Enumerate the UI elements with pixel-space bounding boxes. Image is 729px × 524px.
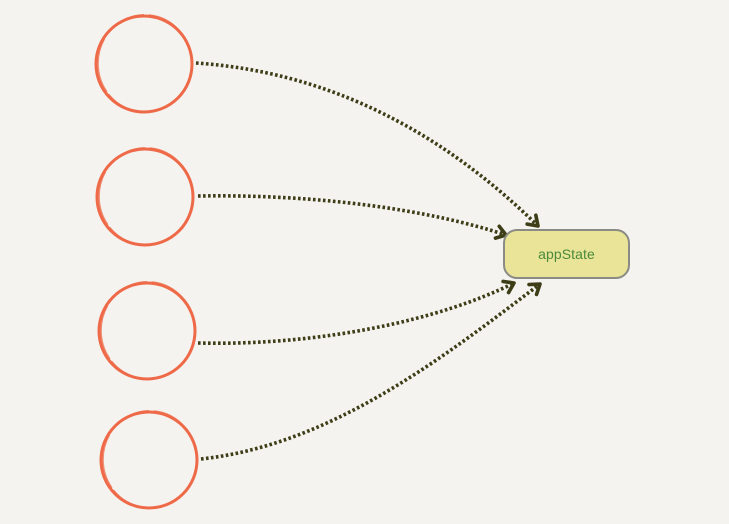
component-node-3 [97, 280, 197, 381]
edge-3 [197, 279, 516, 346]
arrow-head-icon [525, 213, 540, 228]
edge-2 [197, 194, 508, 240]
edges-layer [195, 61, 542, 461]
dotted-connector [200, 282, 542, 461]
dotted-connector [197, 281, 515, 346]
dotted-connector [197, 194, 507, 237]
arrow-head-icon [527, 282, 542, 297]
arrow-head-icon [501, 279, 516, 295]
component-node-2 [95, 146, 195, 247]
edge-1 [195, 61, 540, 228]
nodes-layer [94, 14, 199, 510]
dotted-connector [195, 61, 540, 228]
edge-4 [200, 282, 542, 461]
component-node-4 [99, 409, 199, 510]
component-circle-texture [98, 146, 194, 246]
app-state-label: appState [538, 246, 595, 262]
component-circle-texture [100, 280, 196, 380]
app-state-node: appState [503, 229, 630, 279]
component-circle-texture [102, 409, 198, 509]
component-circle-texture [97, 14, 193, 113]
component-node-1 [94, 14, 194, 114]
